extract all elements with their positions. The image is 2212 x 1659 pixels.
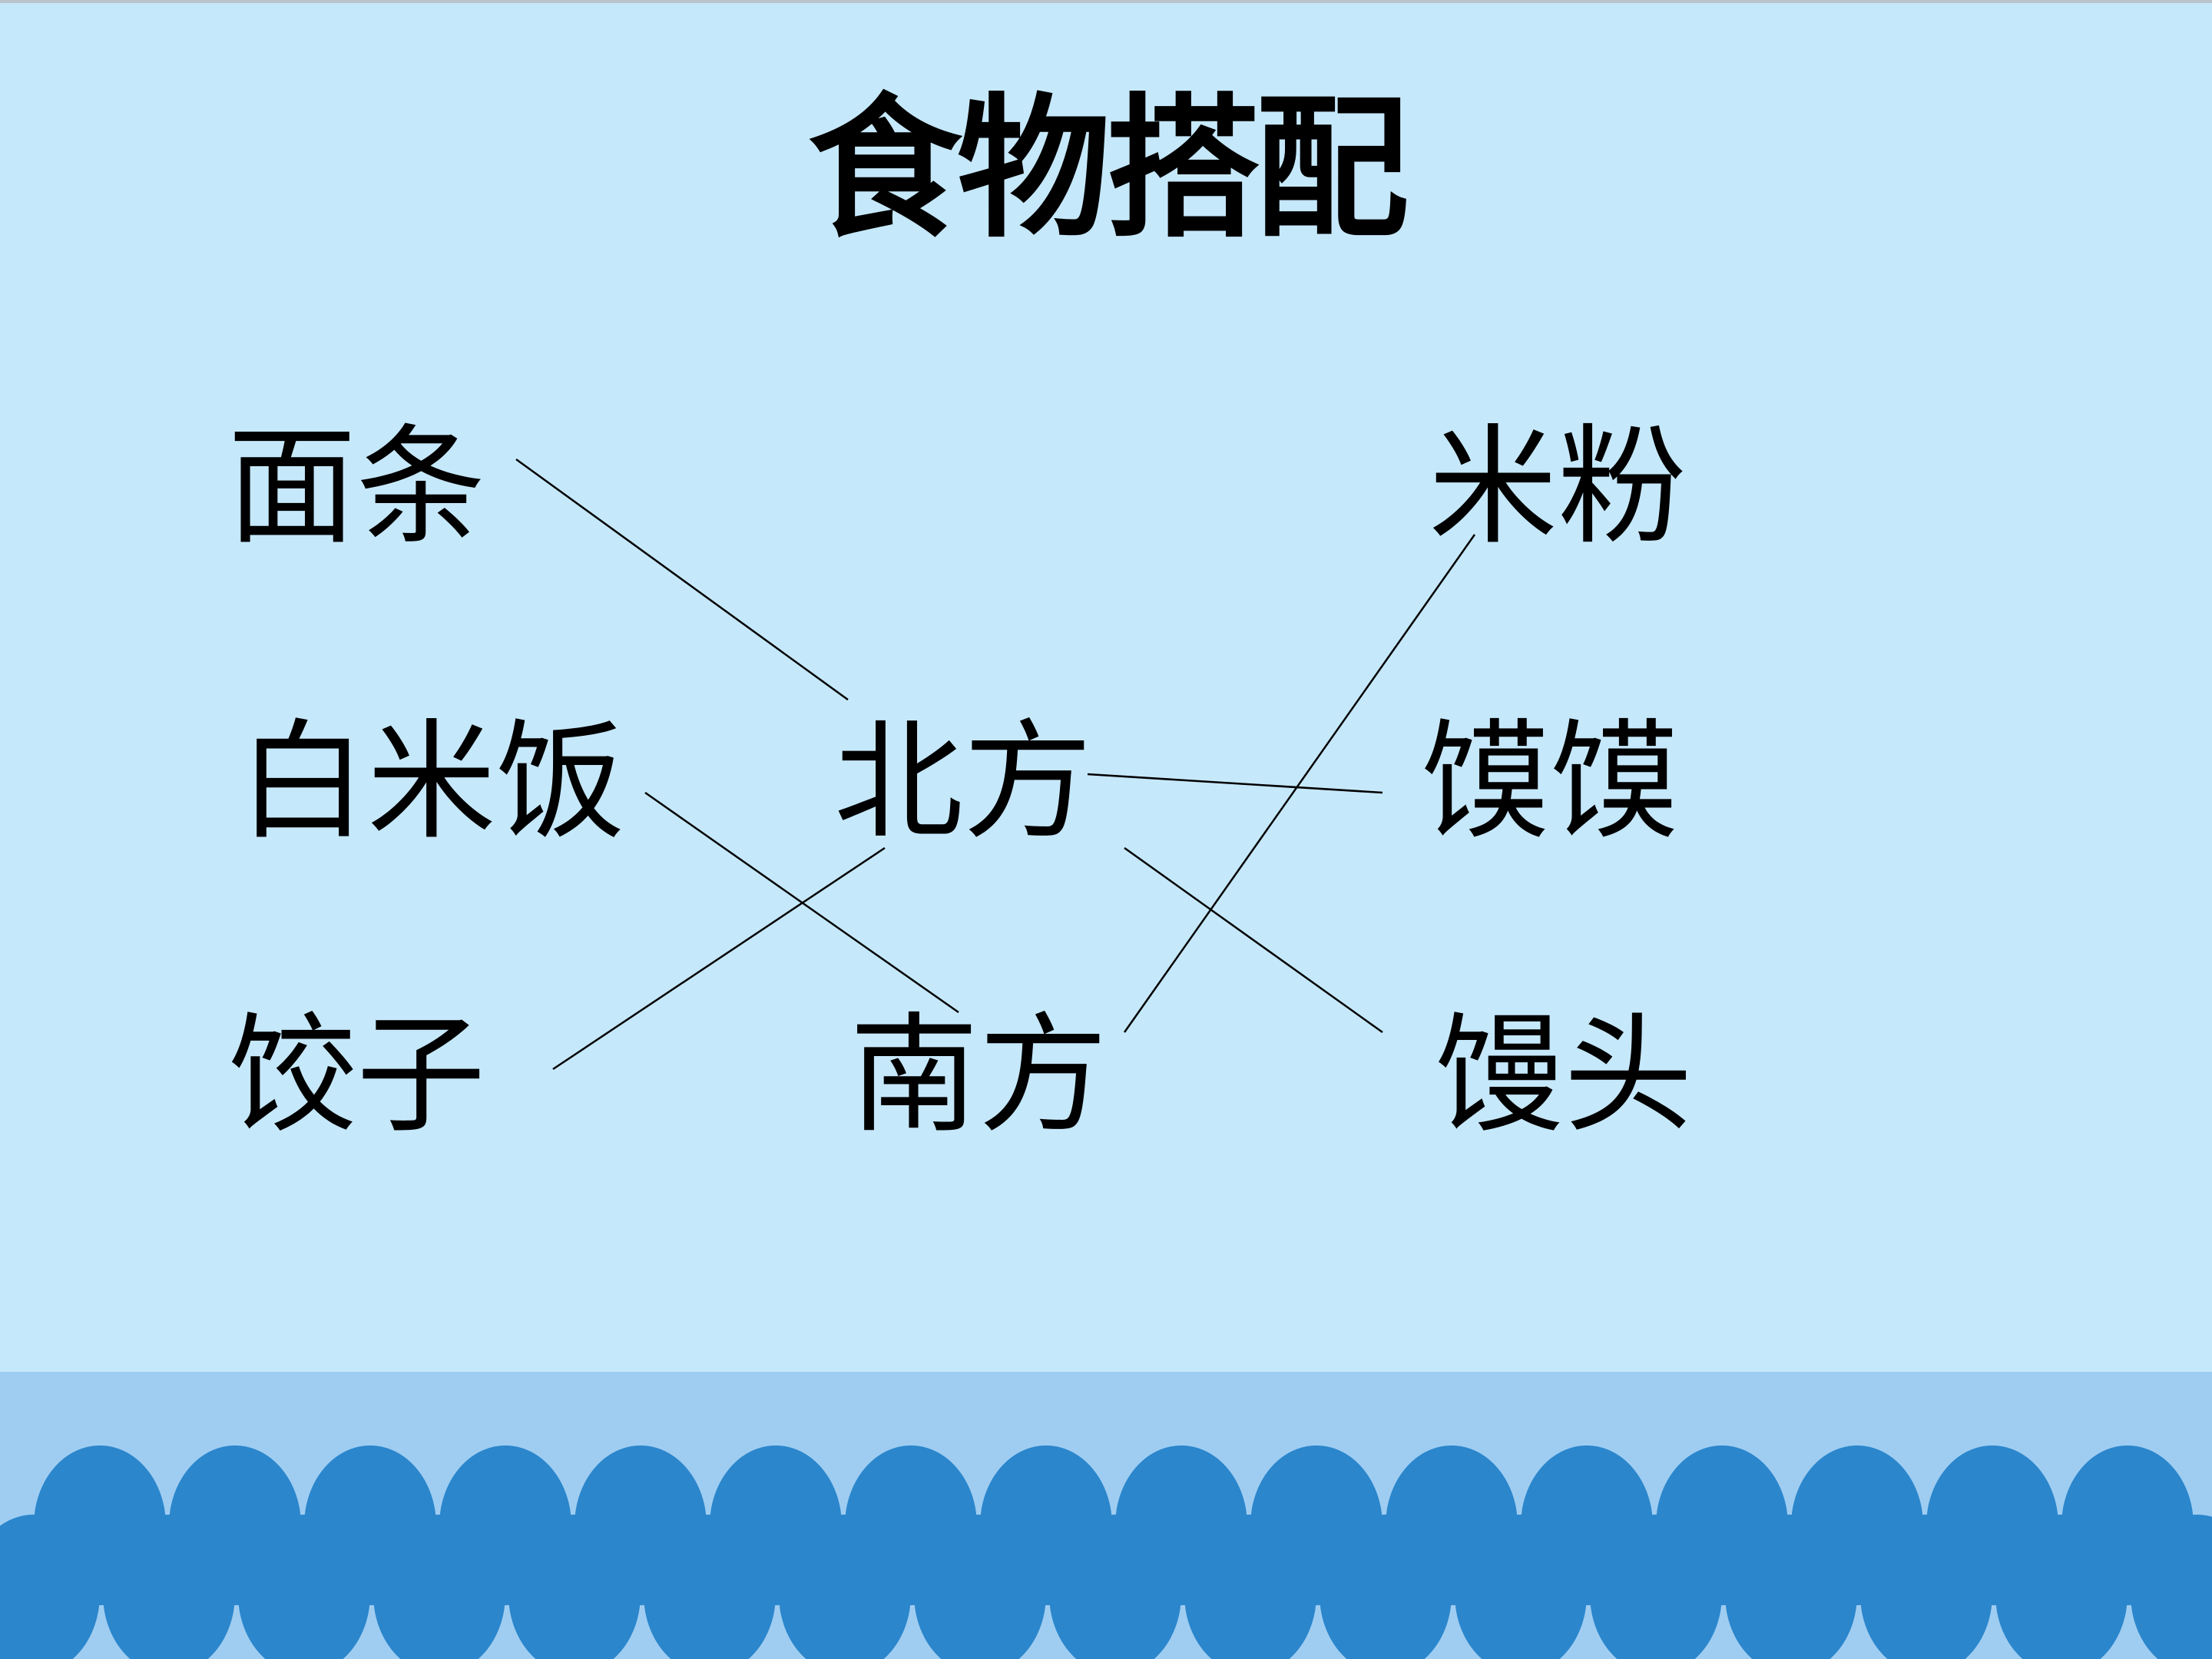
- scallop-1-5: [644, 1515, 776, 1659]
- scallop-1-16: [2131, 1515, 2212, 1659]
- scallop-1-10: [1320, 1515, 1452, 1659]
- scallop-1-12: [1590, 1515, 1722, 1659]
- word-noodles[interactable]: 面条: [227, 412, 485, 562]
- top-border: [0, 0, 2212, 3]
- scallop-1-6: [779, 1515, 911, 1659]
- line-dumplings-north: [552, 846, 886, 1071]
- scallop-1-3: [373, 1515, 505, 1659]
- scallop-1-7: [914, 1515, 1046, 1659]
- word-dumplings[interactable]: 饺子: [227, 1000, 485, 1151]
- scallop-1-2: [238, 1515, 370, 1659]
- scallop-1-8: [1049, 1515, 1181, 1659]
- scallop-1-9: [1184, 1515, 1316, 1659]
- line-noodles-north: [515, 458, 849, 701]
- word-steamed-bun[interactable]: 馒头: [1435, 1000, 1693, 1151]
- word-south[interactable]: 南方: [849, 1000, 1108, 1151]
- line-north-bun: [1124, 846, 1383, 1034]
- scallop-1-1: [103, 1515, 235, 1659]
- word-white-rice[interactable]: 白米饭: [238, 707, 625, 857]
- scallop-1-4: [508, 1515, 641, 1659]
- scallop-1-15: [1995, 1515, 2128, 1659]
- scallop-1-13: [1725, 1515, 1857, 1659]
- scallop-1-11: [1455, 1515, 1587, 1659]
- scallop-1-0: [0, 1515, 100, 1659]
- word-rice-noodles[interactable]: 米粉: [1429, 412, 1687, 562]
- line-north-momo: [1087, 773, 1383, 794]
- word-north[interactable]: 北方: [834, 707, 1092, 857]
- scallop-decoration: [0, 1445, 2212, 1659]
- word-momo[interactable]: 馍馍: [1421, 707, 1679, 857]
- page-title: 食物搭配: [807, 78, 1409, 259]
- scallop-1-14: [1860, 1515, 1992, 1659]
